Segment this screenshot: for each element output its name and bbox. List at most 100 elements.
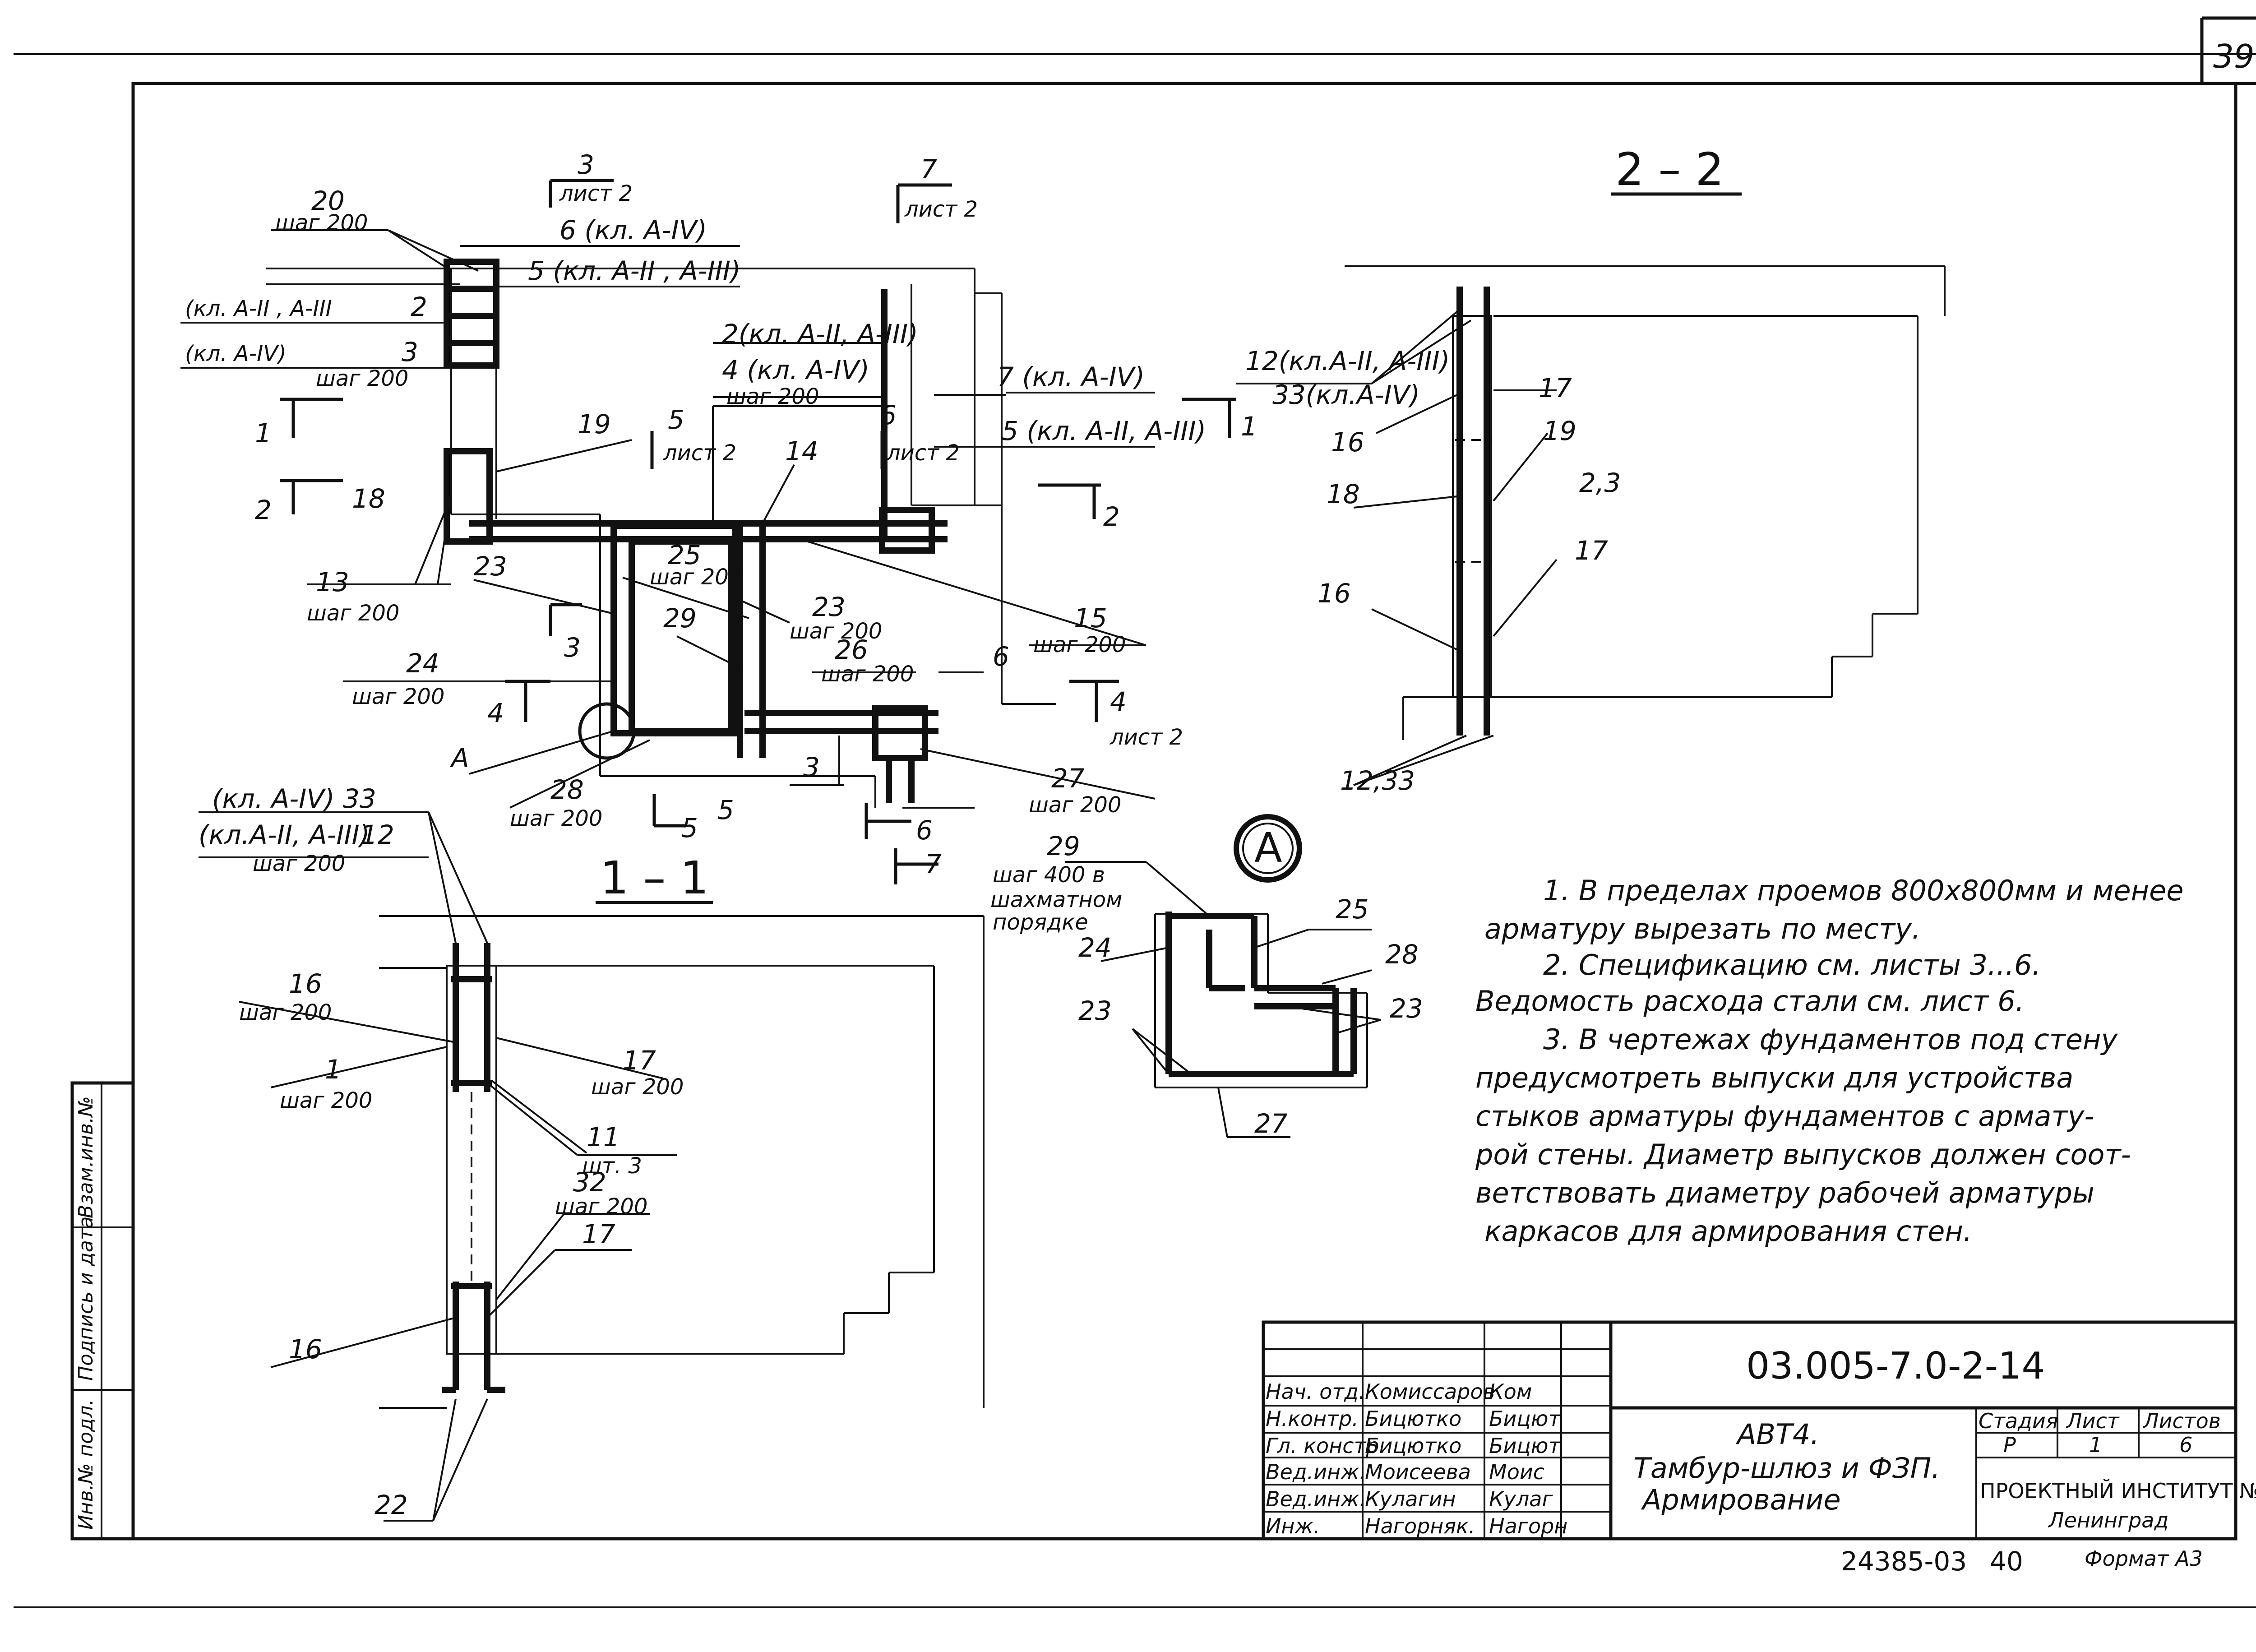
format-label: Формат А3 <box>2085 1546 2203 1571</box>
cut5b-under: 5 <box>681 813 698 843</box>
rebar-25-label: 25 <box>668 540 701 570</box>
s11-class-a23: (кл.А-II, А-III) <box>199 819 370 850</box>
stamp-vzam-inv: Взам.инв.№ <box>74 1096 97 1218</box>
cut2-left: 2 <box>255 495 272 525</box>
staff-name-6: Нагорняк. <box>1365 1514 1475 1538</box>
staff-role-6: Инж. <box>1266 1514 1320 1538</box>
note-line-10: каркасов для армирования стен. <box>1484 1215 1972 1248</box>
s22-rebar-12-33: 12,33 <box>1340 765 1415 796</box>
node-a-rebar-24: 24 <box>1078 932 1112 963</box>
rebar-7-label: 7 (кл. А-IV) <box>997 361 1145 392</box>
general-notes: 1. В пределах проемов 800х800мм и менее … <box>1475 874 2183 1248</box>
s11-rebar-33: 33 <box>343 783 376 814</box>
title-block: 03.005-7.0-2-14 АВТ4. Тамбур-шлюз и ФЗП.… <box>1262 1320 2256 1541</box>
rebar-2b-label: 2(кл. А-II, А-III) <box>722 319 918 349</box>
rebar-5-label: 5 (кл. А-II , А-III) <box>528 255 741 286</box>
node-a-rebar-27: 27 <box>1254 1108 1288 1139</box>
rebar-3-step: шаг 200 <box>316 366 408 391</box>
s11-rebar-17-step: шаг 200 <box>591 1074 684 1100</box>
node-a-r29-note1: шаг 400 в <box>993 862 1105 888</box>
node-a-rebar-29: 29 <box>1047 831 1080 861</box>
rebar-14-label: 14 <box>785 436 818 467</box>
staff-name-4: Моисеева <box>1365 1460 1471 1484</box>
rebar-6-label: 6 (кл. А-IV) <box>559 215 707 245</box>
staff-role-5: Вед.инж. <box>1266 1487 1366 1511</box>
cut6b-label: 6 <box>916 815 933 846</box>
staff-sign-3: Бицют <box>1489 1434 1561 1458</box>
rebar-23b-step: шаг 200 <box>790 619 882 644</box>
rebar-13-step: шаг 200 <box>307 601 399 626</box>
drawing-title-line-1: Тамбур-шлюз и ФЗП. <box>1633 1452 1940 1485</box>
note-line-4: Ведомость расхода стали см. лист 6. <box>1475 985 2024 1018</box>
s22-rebar-33: 33(кл.А-IV) <box>1272 379 1420 410</box>
node-a-r29-note2: шахматном <box>990 887 1122 912</box>
plan-view: 3 лист 2 7 лист 2 20 шаг 200 6 (кл. А-IV… <box>180 149 1257 884</box>
note-line-5: 3. В чертежах фундаментов под стену <box>1543 1023 2118 1056</box>
s11-rebar-16-step: шаг 200 <box>239 1000 332 1025</box>
section-1-1-title: 1 – 1 <box>600 851 709 904</box>
rebar-26-step: шаг 200 <box>821 662 914 687</box>
staff-role-4: Вед.инж. <box>1266 1460 1366 1484</box>
s11-rebar-11: 11 <box>587 1122 620 1152</box>
sheets-value: 6 <box>2179 1433 2192 1457</box>
sheets-header: Листов <box>2142 1409 2221 1433</box>
s22-rebar-17b: 17 <box>1575 535 1608 566</box>
organization-city: Ленинград <box>2048 1508 2168 1532</box>
rebar-4-step: шаг 200 <box>726 384 819 409</box>
staff-sign-1: Ком <box>1489 1379 1532 1404</box>
s11-rebar-17: 17 <box>623 1045 656 1076</box>
rebar-28-step: шаг 200 <box>510 806 602 831</box>
s11-rebar-32: 32 <box>573 1167 606 1198</box>
archive-number: 24385-03 <box>1841 1546 1967 1577</box>
left-stamp: Инв.№ подл. Подпись и дата Взам.инв.№ <box>70 1081 135 1541</box>
rebar-19-label: 19 <box>578 409 611 440</box>
sheet-frame <box>14 16 2256 1608</box>
staff-role-1: Нач. отд. <box>1266 1379 1365 1404</box>
cut4-right: 4 <box>1110 686 1127 717</box>
node-a-callout: А <box>449 743 469 773</box>
note-line-2: арматуру вырезать по месту. <box>1484 912 1921 945</box>
rebar-3b-label: 3 <box>803 752 820 782</box>
cut3b-label: 3 <box>564 632 581 663</box>
stamp-signature-date: Подпись и дата <box>74 1217 97 1381</box>
rebar-15-step: шаг 200 <box>1033 632 1126 657</box>
cut7-ref: лист 2 <box>904 197 978 222</box>
rebar-28-label: 28 <box>550 774 584 805</box>
cut5-ref: лист 2 <box>663 440 736 466</box>
drawing-title-line-2: Армирование <box>1641 1483 1841 1516</box>
node-a-rebar-23-right: 23 <box>1390 993 1423 1024</box>
rebar-29-label: 29 <box>663 603 697 634</box>
cut6-ref: лист 2 <box>886 440 960 466</box>
cut1-left: 1 <box>255 418 272 449</box>
s11-rebar-16: 16 <box>289 968 322 999</box>
s22-rebar-16a: 16 <box>1331 427 1364 458</box>
section-2-2: 12(кл.А-II, А-III) 33(кл.А-IV) 17 16 19 … <box>1236 265 1946 796</box>
rebar-24-label: 24 <box>406 648 439 679</box>
cut4-left: 4 <box>487 698 504 728</box>
rebar-23a-label: 23 <box>474 551 507 582</box>
stage-value: Р <box>2003 1433 2016 1457</box>
s22-rebar-17a: 17 <box>1539 373 1572 403</box>
node-a-r29-note3: порядке <box>993 910 1088 935</box>
node-a-rebar-23-left: 23 <box>1078 995 1112 1026</box>
s11-rebar-22: 22 <box>374 1490 408 1520</box>
class-a4-label: (кл. А-IV) <box>185 341 287 366</box>
s11-rebar-12: 12 <box>361 819 394 850</box>
stage-header: Стадия <box>1979 1409 2058 1433</box>
s11-rebar-12-step: шаг 200 <box>253 851 345 876</box>
document-code: 03.005-7.0-2-14 <box>1746 1345 2045 1388</box>
cut3-number: 3 <box>578 149 594 180</box>
page-number: 40 <box>1990 1546 2023 1577</box>
note-line-7: стыков арматуры фундаментов с армату- <box>1475 1100 2094 1133</box>
rebar-13-label: 13 <box>316 567 349 597</box>
note-line-3: 2. Спецификацию см. листы 3...6. <box>1543 949 2041 981</box>
s11-rebar-17b: 17 <box>582 1219 615 1249</box>
rebar-4-label: 4 (кл. А-IV) <box>722 355 869 385</box>
note-line-1: 1. В пределах проемов 800х800мм и менее <box>1543 874 2183 907</box>
section-2-2-title: 2 – 2 <box>1615 143 1724 196</box>
s22-rebar-12: 12(кл.А-II, А-III) <box>1245 346 1450 376</box>
staff-role-3: Гл. констр. <box>1266 1434 1386 1458</box>
node-a-detail: A 29 шаг 400 в шахматно <box>990 814 1423 1139</box>
s22-rebar-19: 19 <box>1543 416 1576 446</box>
sheet-value: 1 <box>2089 1433 2102 1457</box>
